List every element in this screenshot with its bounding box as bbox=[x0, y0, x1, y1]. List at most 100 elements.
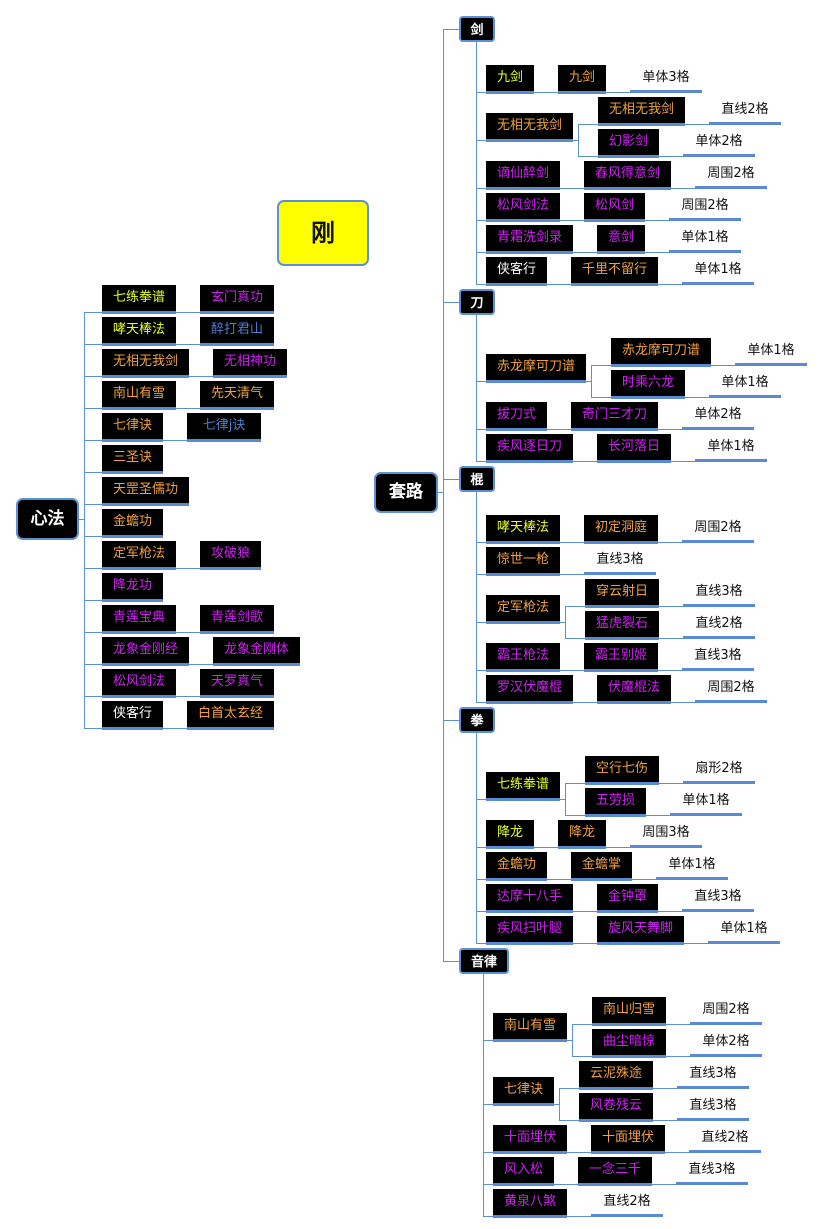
connector-line bbox=[443, 720, 459, 721]
skill-node[interactable]: 穿云射日 bbox=[585, 579, 659, 608]
skill-node[interactable]: 风卷残云 bbox=[579, 1093, 653, 1122]
skill-node[interactable]: 三圣诀 bbox=[102, 445, 163, 474]
skill-node[interactable]: 赤龙摩可刀谱 bbox=[486, 354, 586, 383]
skill-node[interactable]: 青霜洗剑录 bbox=[486, 225, 573, 254]
skill-node[interactable]: 青莲宝典 bbox=[102, 605, 176, 634]
connector-line bbox=[476, 574, 486, 575]
skill-node[interactable]: 七律j诀 bbox=[187, 413, 261, 442]
category-node-3[interactable]: 拳 bbox=[459, 707, 495, 733]
skill-node[interactable]: 无相神功 bbox=[213, 349, 287, 378]
skill-node[interactable]: 哮天棒法 bbox=[102, 317, 176, 346]
skill-node[interactable]: 金蟾功 bbox=[486, 852, 547, 881]
skill-node[interactable]: 曲尘暗惊 bbox=[592, 1029, 666, 1058]
skill-node[interactable]: 松风剑法 bbox=[486, 193, 560, 222]
skill-node[interactable]: 伏魔棍法 bbox=[597, 675, 671, 704]
skill-node[interactable]: 定军枪法 bbox=[486, 595, 560, 624]
effect-range-label: 单体1格 bbox=[670, 788, 742, 816]
skill-node[interactable]: 侠客行 bbox=[102, 701, 163, 730]
skill-node[interactable]: 南山归雪 bbox=[592, 997, 666, 1026]
skill-node[interactable]: 南山有雪 bbox=[102, 381, 176, 410]
skill-node[interactable]: 金蟾掌 bbox=[571, 852, 632, 881]
skill-node[interactable]: 侠客行 bbox=[486, 257, 547, 286]
skill-node[interactable]: 七练拳谱 bbox=[102, 285, 176, 314]
skill-node[interactable]: 疾风扫叶腿 bbox=[486, 916, 573, 945]
skill-node[interactable]: 松风剑 bbox=[584, 193, 645, 222]
skill-node[interactable]: 青莲剑歌 bbox=[200, 605, 274, 634]
skill-node[interactable]: 一念三千 bbox=[578, 1157, 652, 1186]
category-node-4[interactable]: 音律 bbox=[459, 948, 509, 974]
root-node-xinfa[interactable]: 心法 bbox=[16, 498, 79, 540]
skill-node[interactable]: 春风得意剑 bbox=[584, 161, 671, 190]
skill-node[interactable]: 十面埋伏 bbox=[591, 1125, 665, 1154]
skill-node[interactable]: 九剑 bbox=[486, 65, 534, 94]
skill-node[interactable]: 降龙 bbox=[486, 820, 534, 849]
skill-node[interactable]: 霸王别姬 bbox=[584, 643, 658, 672]
skill-node[interactable]: 长河落日 bbox=[597, 434, 671, 463]
skill-node[interactable]: 意剑 bbox=[597, 225, 645, 254]
skill-node[interactable]: 黄泉八煞 bbox=[493, 1189, 567, 1218]
skill-node[interactable]: 七律诀 bbox=[102, 413, 163, 442]
category-node-0[interactable]: 剑 bbox=[459, 16, 495, 42]
category-node-1[interactable]: 刀 bbox=[459, 289, 495, 315]
skill-node[interactable]: 疾风逐日刀 bbox=[486, 434, 573, 463]
connector-line bbox=[476, 284, 486, 285]
skill-node[interactable]: 天罗真气 bbox=[200, 669, 274, 698]
skill-node[interactable]: 天罡圣儒功 bbox=[102, 477, 189, 506]
connector-line bbox=[572, 1024, 592, 1025]
skill-node[interactable]: 云泥殊途 bbox=[579, 1061, 653, 1090]
skill-node[interactable]: 金钟罩 bbox=[597, 884, 658, 913]
skill-node[interactable]: 玄门真功 bbox=[200, 285, 274, 314]
connector-line bbox=[163, 440, 187, 441]
skill-node[interactable]: 谪仙醉剑 bbox=[486, 161, 560, 190]
skill-node[interactable]: 九剑 bbox=[558, 65, 606, 94]
effect-range-label: 周围2格 bbox=[695, 161, 767, 189]
skill-node[interactable]: 幻影剑 bbox=[598, 129, 659, 158]
skill-node[interactable]: 金蟾功 bbox=[102, 509, 163, 538]
skill-node[interactable]: 五劳损 bbox=[585, 788, 646, 817]
skill-node[interactable]: 先天清气 bbox=[200, 381, 274, 410]
category-node-2[interactable]: 棍 bbox=[459, 466, 495, 492]
skill-node[interactable]: 罗汉伏魔棍 bbox=[486, 675, 573, 704]
skill-node[interactable]: 松风剑法 bbox=[102, 669, 176, 698]
center-title-node[interactable]: 刚 bbox=[277, 200, 369, 266]
skill-node[interactable]: 霸王枪法 bbox=[486, 643, 560, 672]
skill-node[interactable]: 拔刀式 bbox=[486, 402, 547, 431]
skill-node[interactable]: 七练拳谱 bbox=[486, 772, 560, 801]
skill-node[interactable]: 风入松 bbox=[493, 1157, 554, 1186]
skill-node[interactable]: 无相无我剑 bbox=[486, 113, 573, 142]
effect-range-label: 单体1格 bbox=[695, 434, 767, 462]
connector-line bbox=[560, 622, 565, 623]
root-node-taolu[interactable]: 套路 bbox=[374, 472, 438, 513]
connector-line bbox=[685, 124, 709, 125]
connector-line bbox=[645, 252, 669, 253]
skill-node[interactable]: 无相无我剑 bbox=[102, 349, 189, 378]
skill-node[interactable]: 初定洞庭 bbox=[584, 515, 658, 544]
skill-node[interactable]: 定军枪法 bbox=[102, 541, 176, 570]
skill-node[interactable]: 十面埋伏 bbox=[493, 1125, 567, 1154]
effect-range-label: 直线2格 bbox=[709, 97, 781, 125]
skill-node[interactable]: 龙象金刚体 bbox=[213, 637, 300, 666]
skill-node[interactable]: 醉打君山 bbox=[200, 317, 274, 346]
skill-node[interactable]: 空行七伤 bbox=[585, 756, 659, 785]
skill-node[interactable]: 惊世一枪 bbox=[486, 547, 560, 576]
connector-line bbox=[685, 397, 709, 398]
skill-node[interactable]: 白首太玄经 bbox=[187, 701, 274, 730]
skill-node[interactable]: 龙象金刚经 bbox=[102, 637, 189, 666]
connector-line bbox=[476, 492, 477, 703]
skill-node[interactable]: 达摩十八手 bbox=[486, 884, 573, 913]
skill-node[interactable]: 攻破狼 bbox=[200, 541, 261, 570]
skill-node[interactable]: 七律诀 bbox=[493, 1077, 554, 1106]
skill-node[interactable]: 旋风天舞脚 bbox=[597, 916, 684, 945]
skill-node[interactable]: 赤龙摩可刀谱 bbox=[611, 338, 711, 367]
skill-node[interactable]: 猛虎裂石 bbox=[585, 611, 659, 640]
skill-node[interactable]: 降龙功 bbox=[102, 573, 163, 602]
skill-node[interactable]: 千里不留行 bbox=[571, 257, 658, 286]
skill-node[interactable]: 降龙 bbox=[558, 820, 606, 849]
skill-node[interactable]: 时乘六龙 bbox=[611, 370, 685, 399]
skill-node[interactable]: 南山有雪 bbox=[493, 1013, 567, 1042]
skill-node[interactable]: 无相无我剑 bbox=[598, 97, 685, 126]
connector-line bbox=[659, 606, 683, 607]
effect-range-label: 单体2格 bbox=[682, 402, 754, 430]
skill-node[interactable]: 哮天棒法 bbox=[486, 515, 560, 544]
skill-node[interactable]: 奇门三才刀 bbox=[571, 402, 658, 431]
